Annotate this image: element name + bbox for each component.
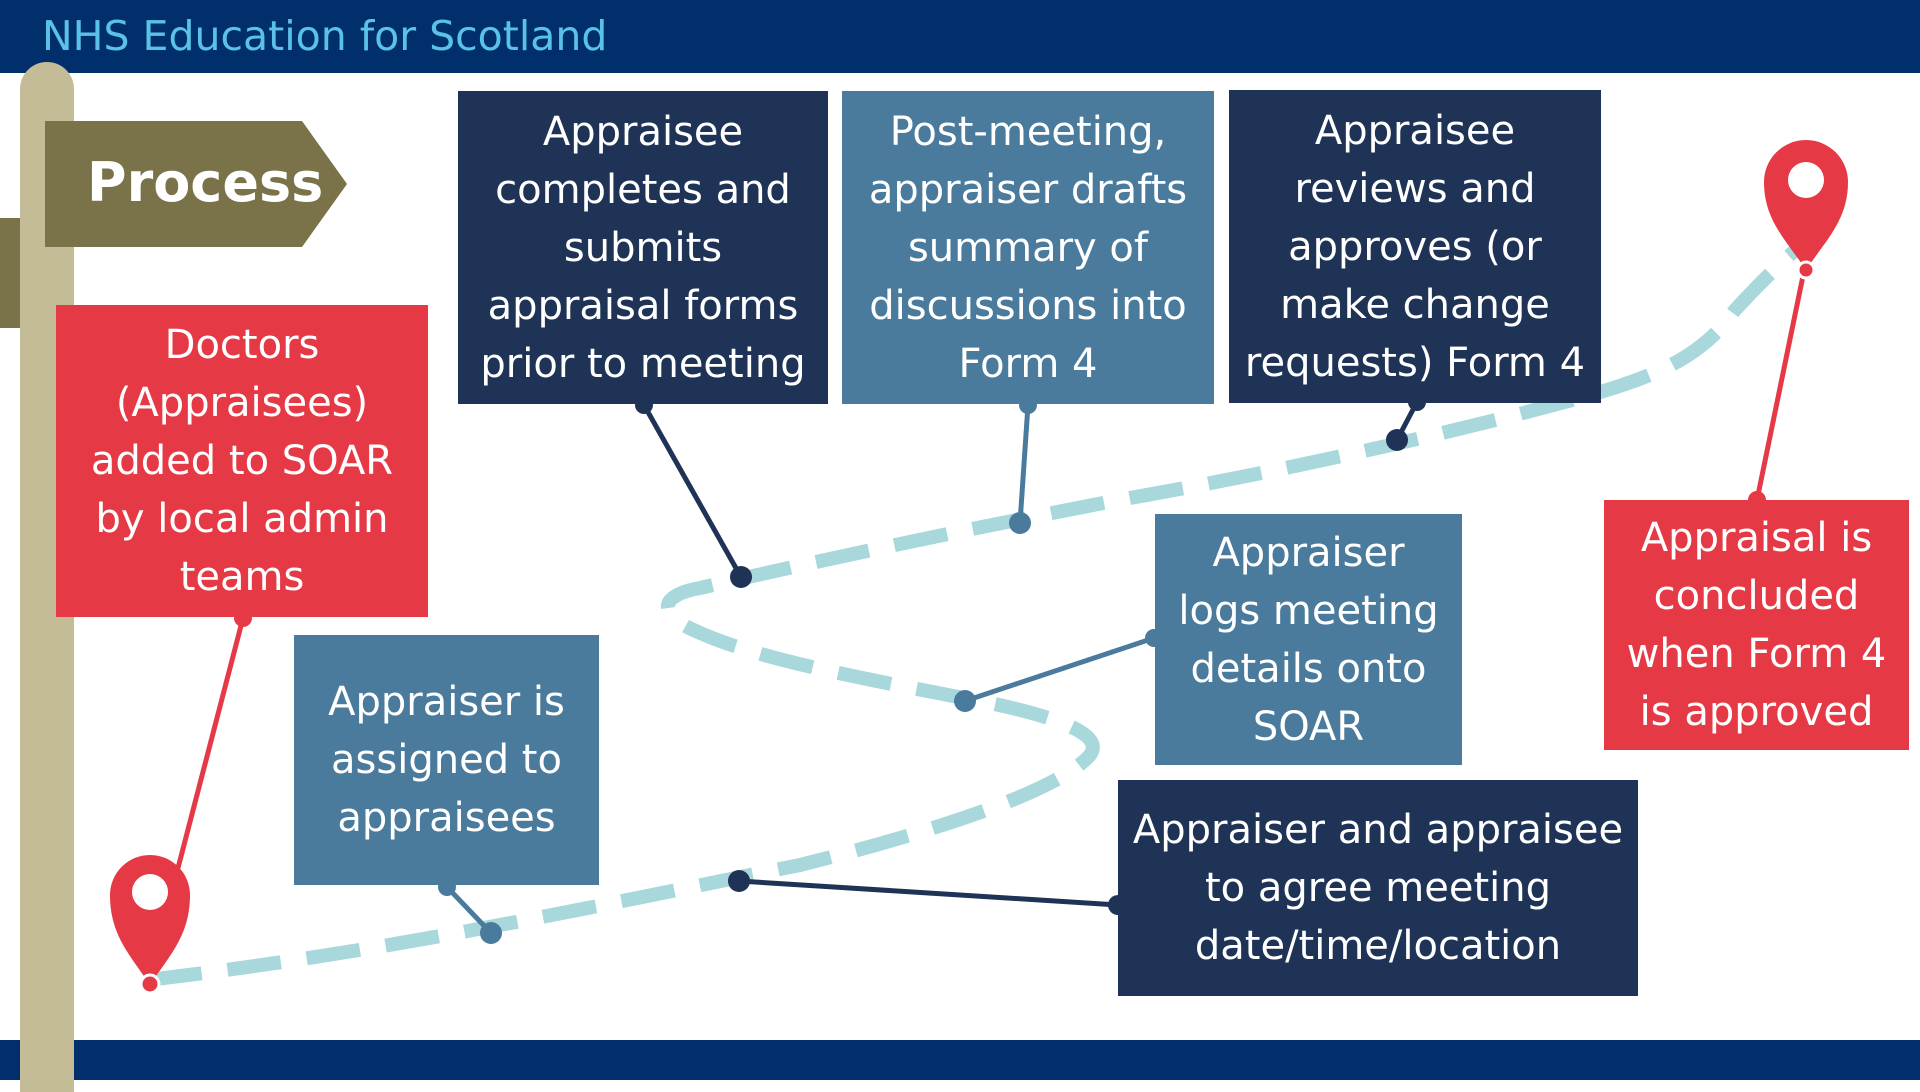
step-text: Doctors (Appraisees) added to SOAR by lo… — [90, 322, 394, 600]
connector-3 — [738, 878, 1119, 908]
signpost-label: Process — [87, 151, 324, 214]
connector-dot — [1009, 512, 1031, 534]
end-pin-icon — [1764, 140, 1848, 280]
pole-tab — [0, 218, 20, 328]
header-bar: NHS Education for Scotland — [0, 0, 1920, 73]
step-agree-meeting: Appraiser and appraisee to agree meeting… — [1118, 780, 1638, 996]
connector-dot — [1386, 429, 1408, 451]
connector-1 — [175, 617, 246, 869]
connector-5 — [641, 403, 744, 579]
step-text: Appraiser logs meeting details onto SOAR — [1178, 529, 1439, 750]
footer-bar — [0, 1040, 1920, 1080]
step-text: Appraisal is concluded when Form 4 is ap… — [1626, 515, 1887, 735]
step-submit-forms: Appraisee completes and submits appraisa… — [458, 91, 828, 404]
connector-dot — [480, 922, 502, 944]
step-text: Appraiser is assigned to appraisees — [328, 679, 565, 841]
connector-dot — [954, 690, 976, 712]
journey-path — [147, 239, 1807, 987]
step-text: Appraisee reviews and approves (or make … — [1244, 107, 1586, 386]
organisation-title: NHS Education for Scotland — [42, 12, 608, 60]
step-appraisal-concluded: Appraisal is concluded when Form 4 is ap… — [1604, 500, 1909, 750]
start-pin-icon — [110, 855, 190, 995]
connector-8 — [1754, 270, 1807, 501]
step-draft-summary: Post-meeting, appraiser drafts summary o… — [842, 91, 1214, 404]
process-signpost: Process — [45, 121, 347, 247]
connector-dot — [728, 870, 750, 892]
signpost-shape — [45, 121, 347, 247]
step-log-meeting: Appraiser logs meeting details onto SOAR — [1155, 514, 1462, 765]
step-doctors-added: Doctors (Appraisees) added to SOAR by lo… — [56, 305, 428, 617]
step-text: Post-meeting, appraiser drafts summary o… — [868, 108, 1188, 387]
step-approve-form4: Appraisee reviews and approves (or make … — [1229, 90, 1601, 403]
step-text: Appraisee completes and submits appraisa… — [480, 108, 806, 387]
step-appraiser-assigned: Appraiser is assigned to appraisees — [294, 635, 599, 885]
step-text: Appraiser and appraisee to agree meeting… — [1132, 807, 1624, 969]
connector-6 — [1017, 404, 1031, 524]
connector-4 — [964, 635, 1155, 704]
connector-dot — [730, 566, 752, 588]
